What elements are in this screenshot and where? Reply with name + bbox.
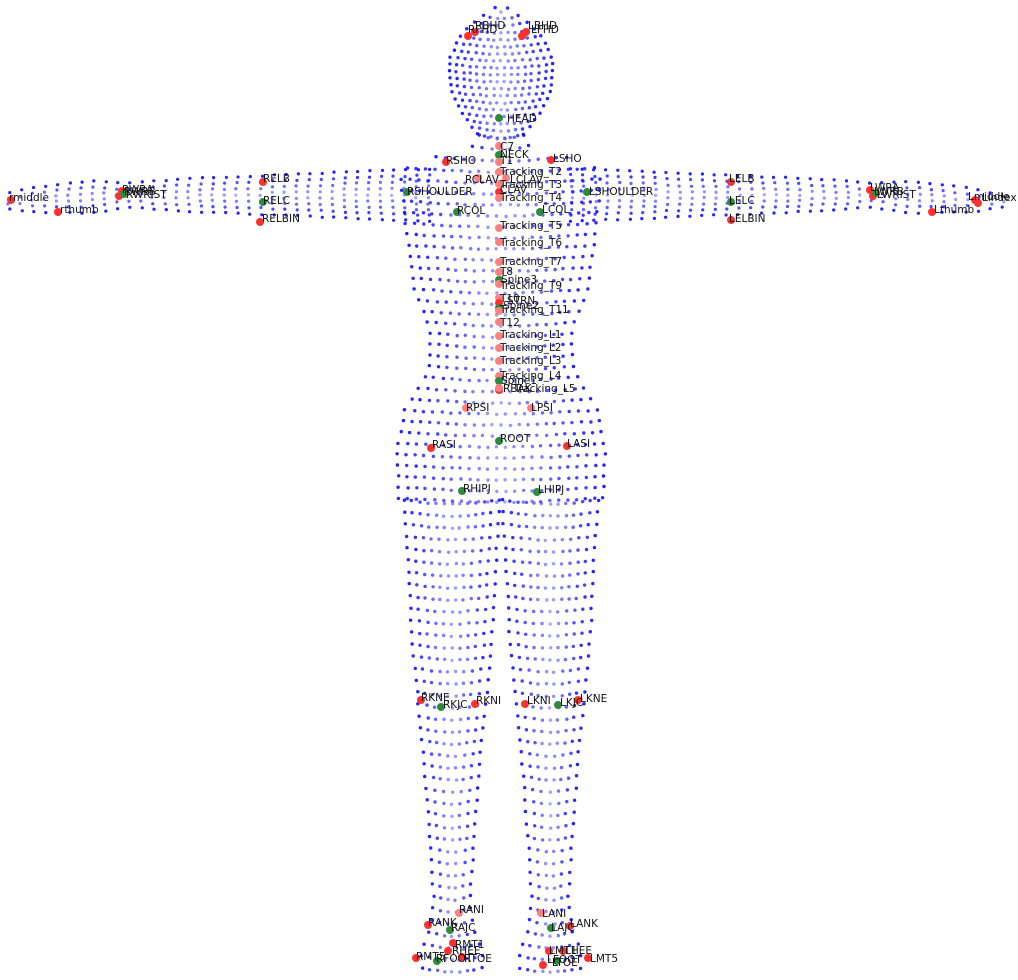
marker-dot-lfhd [518,32,526,40]
marker-label-lkni: LKNI [527,695,551,707]
marker-label-rclav: RCLAV [465,174,500,186]
marker-dot-ltoe [539,961,547,969]
marker-label-lwrist: LWRIST [877,189,916,201]
marker-label-rpsi: RPSI [466,402,489,414]
marker-label-rfoot: RFOOT [436,953,473,965]
marker-label-lpsi: LPSI [531,402,553,414]
marker-label-lsho: LSHO [553,153,582,165]
marker-label-rwrist: RWRIST [126,189,167,201]
marker-label-lasi: LASI [567,438,590,450]
marker-label-lfhd: LFHD [531,24,559,36]
marker-label-tracking-l1: Tracking_L1 [499,329,562,341]
marker-label-tracking-t11: Tracking_T11 [499,304,569,316]
marker-label-rhipj: RHIPJ [463,483,491,495]
marker-label-rkjc: RKJC [443,699,468,711]
marker-label-relc: RELC [263,195,290,207]
marker-label-head: HEAD [507,113,537,125]
marker-label-rthumb: rthumb [60,204,99,216]
marker-label-lindex: Lindex [982,192,1017,204]
marker-dot-head [495,114,503,122]
marker-label-rani: RANI [459,904,484,916]
marker-label-lthumb: Lthumb [934,204,975,216]
marker-label-relbin: RELBIN [262,213,300,225]
marker-label-rasi: RASI [432,439,456,451]
marker-label-relb: RELB [263,173,290,185]
marker-label-rmiddle: rmiddle [9,192,49,204]
marker-label-lelb: LELB [729,173,755,185]
marker-label-lcol: LCOL [542,204,569,216]
marker-label-lani: LANI [542,908,566,920]
marker-label-lhipj: LHIPJ [538,484,564,496]
marker-label-rcol: RCOL [457,205,485,217]
marker-label-tracking-l3: Tracking_L3 [499,355,562,367]
marker-label-t12: T12 [499,317,520,329]
marker-label-rkni: RKNI [476,695,501,707]
marker-label-lkne: LKNE [580,693,607,705]
marker-label-rsho: RSHO [446,155,476,167]
marker-label-ltoe: LTOE [552,957,578,969]
marker-label-tracking-t9: Tracking_T9 [499,280,562,292]
marker-label-lshoulder: LSHOULDER [589,186,653,198]
marker-label-lmt5: LMT5 [590,953,618,965]
marker-label-lank: LANK [570,918,599,930]
marker-label-rshoulder: RSHOULDER [407,186,473,198]
marker-label-tracking-t4: Tracking_T4 [499,192,562,204]
marker-label-lelbin: LELBIN [729,213,766,225]
marker-label-lelc: LELC [729,195,755,207]
marker-label-tracking-t5: Tracking_T5 [499,220,562,232]
marker-label-rajc: RAJC [451,922,475,934]
marker-label-tracking-l5: Tracking_L5 [513,383,576,395]
marker-label-rfhd: RFHD [468,24,497,36]
marker-label-tracking-t6: Tracking_T6 [499,237,562,249]
marker-label-root: ROOT [500,433,531,445]
marker-label-tracking-l2: Tracking_L2 [499,342,562,354]
